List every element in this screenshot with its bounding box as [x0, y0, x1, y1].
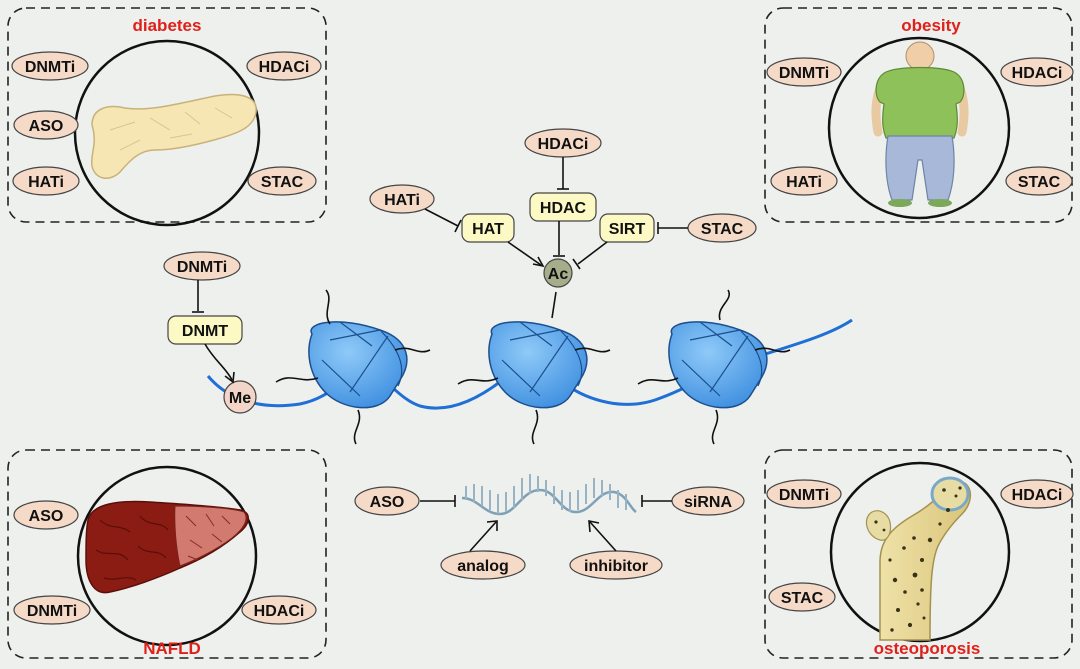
acetylation-edges: [424, 157, 688, 270]
svg-text:ASO: ASO: [29, 508, 64, 525]
svg-text:DNMTi: DNMTi: [779, 487, 829, 504]
femur-bone-icon: [865, 476, 972, 641]
svg-text:STAC: STAC: [701, 221, 744, 238]
svg-text:HATi: HATi: [786, 174, 822, 191]
diabetes-drug-stac: STAC: [247, 166, 317, 196]
obesity-title: obesity: [901, 16, 961, 35]
svg-text:HDACi: HDACi: [1012, 487, 1063, 504]
svg-text:DNMT: DNMT: [182, 323, 228, 340]
methylation-regulation: DNMTi DNMT Me: [163, 251, 257, 414]
obesity-drug-stac: STAC: [1005, 166, 1073, 196]
obesity-drug-hdaci: HDACi: [1000, 57, 1074, 87]
diabetes-panel: diabetes DNMTi ASO HATi HDACi STAC: [7, 7, 327, 227]
nafld-panel-border: [7, 449, 327, 659]
liver-icon: [85, 500, 249, 594]
sirt-enzyme: SIRT: [599, 213, 655, 243]
rna-regulation: ASO siRNA analog inhibitor: [354, 474, 745, 580]
svg-text:HDACi: HDACi: [259, 59, 310, 76]
diabetes-drug-hati: HATi: [12, 166, 80, 196]
hdac-enzyme: HDAC: [529, 192, 597, 222]
svg-text:DNMTi: DNMTi: [25, 59, 75, 76]
svg-text:HDACi: HDACi: [254, 603, 305, 620]
osteoporosis-drug-dnmti: DNMTi: [766, 479, 842, 509]
diabetes-drug-dnmti: DNMTi: [11, 51, 89, 81]
svg-text:DNMTi: DNMTi: [177, 259, 227, 276]
svg-text:Me: Me: [229, 390, 251, 407]
obesity-panel: obesity DNMTi HATi HDACi: [764, 7, 1074, 223]
svg-text:DNMTi: DNMTi: [27, 603, 77, 620]
obesity-drug-dnmti: DNMTi: [766, 57, 842, 87]
diabetes-title: diabetes: [133, 16, 202, 35]
methylation-edges: [192, 280, 235, 384]
nafld-title: NAFLD: [143, 639, 201, 658]
aso-node: ASO: [354, 486, 420, 516]
osteoporosis-circle: [829, 461, 1011, 643]
osteoporosis-panel: osteoporosis DNMTi STAC HDACi: [764, 449, 1074, 659]
svg-text:DNMTi: DNMTi: [779, 65, 829, 82]
stac-node: STAC: [687, 213, 757, 243]
svg-text:HDACi: HDACi: [1012, 65, 1063, 82]
svg-text:HAT: HAT: [472, 221, 504, 238]
obesity-panel-border: [764, 7, 1073, 223]
osteoporosis-title: osteoporosis: [874, 639, 981, 658]
diabetes-drug-aso: ASO: [13, 110, 79, 140]
osteoporosis-panel-border: [764, 449, 1073, 659]
nucleosome-3: [637, 289, 791, 445]
svg-text:Ac: Ac: [548, 266, 569, 283]
svg-text:HDAC: HDAC: [540, 200, 587, 217]
mirna-icon: [461, 474, 637, 516]
chromatin-diagram: [206, 289, 853, 445]
obesity-drug-hati: HATi: [770, 166, 838, 196]
svg-text:STAC: STAC: [781, 590, 824, 607]
analog-node: analog: [440, 550, 526, 580]
hdaci-node: HDACi: [524, 128, 602, 158]
dnmti-node: DNMTi: [163, 251, 241, 281]
svg-text:siRNA: siRNA: [684, 494, 732, 511]
nafld-drug-dnmti: DNMTi: [13, 595, 91, 625]
nucleosome-1: [275, 289, 431, 445]
obese-person-icon: [871, 41, 969, 207]
inhibitor-node: inhibitor: [569, 550, 663, 580]
svg-text:inhibitor: inhibitor: [584, 558, 648, 575]
dnmt-enzyme: DNMT: [167, 315, 243, 345]
nucleosome-2: [457, 291, 611, 445]
sirna-node: siRNA: [671, 486, 745, 516]
svg-text:HDACi: HDACi: [538, 136, 589, 153]
svg-text:analog: analog: [457, 558, 509, 575]
rna-edges: [420, 495, 672, 552]
diabetes-circle: [73, 39, 261, 227]
nafld-circle: [76, 465, 258, 647]
hat-enzyme: HAT: [461, 213, 515, 243]
svg-text:ASO: ASO: [29, 118, 64, 135]
hati-node: HATi: [369, 184, 435, 214]
acetylation-regulation: HDACi HATi STAC HAT HDAC SIRT Ac: [369, 128, 757, 288]
svg-text:HATi: HATi: [384, 192, 420, 209]
diabetes-panel-border: [7, 7, 327, 223]
nafld-panel: NAFLD ASO DNMTi HDACi: [7, 449, 327, 659]
obesity-circle: [827, 36, 1011, 220]
svg-text:SIRT: SIRT: [609, 221, 646, 238]
nafld-drug-aso: ASO: [13, 500, 79, 530]
me-mark: Me: [223, 380, 257, 414]
pancreas-icon: [90, 93, 257, 179]
svg-text:STAC: STAC: [1018, 174, 1061, 191]
nafld-drug-hdaci: HDACi: [241, 595, 317, 625]
diabetes-drug-hdaci: HDACi: [246, 51, 322, 81]
osteoporosis-drug-hdaci: HDACi: [1000, 479, 1074, 509]
svg-text:STAC: STAC: [261, 174, 304, 191]
svg-text:HATi: HATi: [28, 174, 64, 191]
osteoporosis-drug-stac: STAC: [768, 582, 836, 612]
ac-mark: Ac: [543, 258, 573, 288]
svg-text:ASO: ASO: [370, 494, 405, 511]
